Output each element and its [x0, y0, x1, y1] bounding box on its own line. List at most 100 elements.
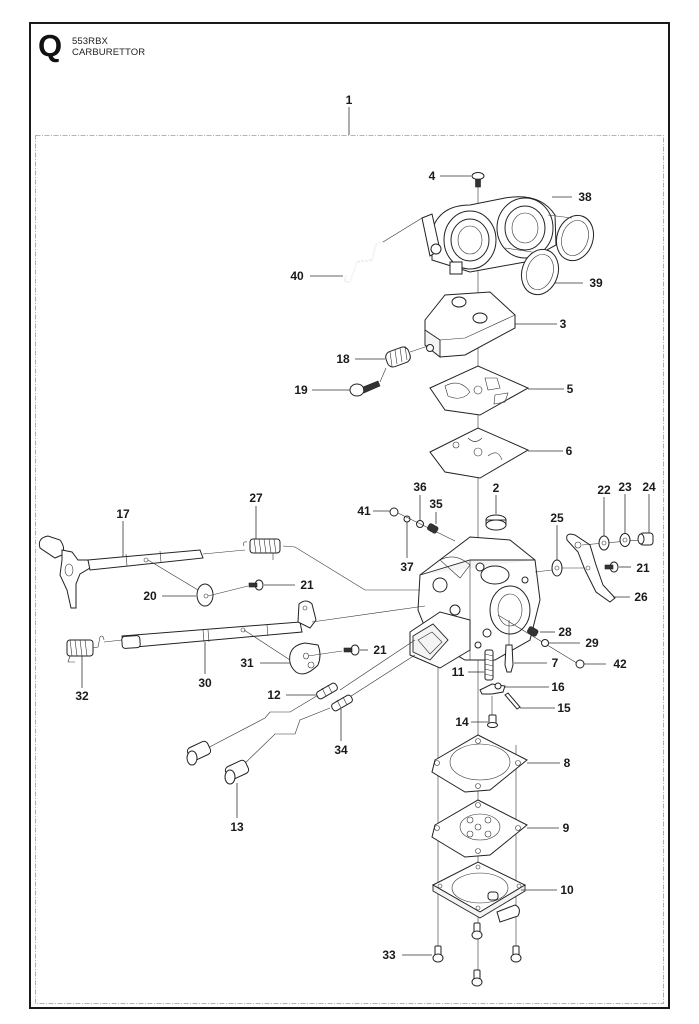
part-26-lever-arm[interactable] — [566, 533, 616, 603]
part-38-throttle-housing[interactable] — [421, 196, 557, 275]
callout-31[interactable]: 31 — [240, 656, 254, 670]
callout-16[interactable]: 16 — [551, 680, 565, 694]
callout-36[interactable]: 36 — [413, 480, 427, 494]
part-41-plug[interactable] — [389, 507, 399, 517]
part-33-screw-right[interactable] — [510, 945, 522, 963]
callout-42[interactable]: 42 — [613, 657, 627, 671]
callout-1[interactable]: 1 — [345, 93, 353, 107]
outer-frame — [29, 22, 670, 1009]
callout-35[interactable]: 35 — [429, 497, 443, 511]
part-2-filter-screen[interactable] — [485, 514, 507, 531]
callout-39[interactable]: 39 — [589, 276, 603, 290]
part-17-choke-shaft[interactable] — [38, 535, 246, 609]
part-18-adjusting-spring[interactable] — [384, 345, 412, 368]
part-21-screw-upper[interactable] — [248, 579, 264, 591]
callout-28[interactable]: 28 — [558, 625, 572, 639]
callout-23[interactable]: 23 — [618, 480, 632, 494]
part-33-screw-center-top[interactable] — [471, 922, 483, 940]
callout-19[interactable]: 19 — [294, 383, 308, 397]
callout-4[interactable]: 4 — [428, 169, 436, 183]
callout-8[interactable]: 8 — [563, 756, 571, 770]
axis-28-42 — [497, 614, 581, 666]
part-10-metering-cover[interactable] — [431, 861, 527, 923]
callout-14[interactable]: 14 — [455, 715, 469, 729]
part-14-screw[interactable] — [487, 714, 498, 728]
part-25-detent-washer[interactable] — [551, 559, 563, 577]
callout-13[interactable]: 13 — [230, 820, 244, 834]
part-21-screw-lower[interactable] — [343, 644, 360, 656]
callout-15[interactable]: 15 — [557, 701, 571, 715]
part-11-spring[interactable] — [484, 649, 494, 681]
callout-29[interactable]: 29 — [585, 636, 599, 650]
assembly-boundary — [35, 135, 664, 1004]
callout-12[interactable]: 12 — [267, 688, 281, 702]
part-30-throttle-shaft[interactable] — [121, 600, 426, 649]
part-4-screw[interactable] — [471, 172, 485, 188]
callout-3[interactable]: 3 — [559, 317, 567, 331]
callout-33[interactable]: 33 — [382, 948, 396, 962]
callout-5[interactable]: 5 — [566, 382, 574, 396]
part-33-screw-left[interactable] — [432, 945, 444, 963]
callout-37[interactable]: 37 — [400, 560, 414, 574]
part-27-choke-spring[interactable] — [243, 538, 281, 560]
cable-adaptor-block[interactable] — [409, 611, 471, 669]
part-20-choke-valve[interactable] — [196, 583, 214, 607]
part-40-link-rod[interactable] — [344, 217, 423, 283]
callout-9[interactable]: 9 — [562, 821, 570, 835]
part-16-inlet-lever[interactable] — [479, 682, 506, 695]
callout-10[interactable]: 10 — [560, 883, 574, 897]
part-24-bushing[interactable] — [637, 532, 654, 546]
callout-18[interactable]: 18 — [336, 352, 350, 366]
callout-2[interactable]: 2 — [492, 481, 500, 495]
part-6-pump-diaphragm[interactable] — [429, 427, 530, 479]
cable-connector-upper[interactable] — [186, 740, 212, 766]
callout-24[interactable]: 24 — [642, 480, 656, 494]
callout-25[interactable]: 25 — [550, 511, 564, 525]
callout-11[interactable]: 11 — [451, 665, 465, 679]
callout-21-right[interactable]: 21 — [636, 561, 650, 575]
callout-21-upper[interactable]: 21 — [300, 578, 314, 592]
part-5-pump-gasket[interactable] — [429, 365, 530, 416]
callout-17[interactable]: 17 — [116, 507, 130, 521]
part-13-cable-connector[interactable] — [224, 759, 250, 785]
part-7-needle-valve[interactable] — [504, 644, 514, 673]
callout-30[interactable]: 30 — [198, 676, 212, 690]
callout-22[interactable]: 22 — [597, 483, 611, 497]
part-29-ball[interactable] — [541, 639, 549, 647]
part-31-throttle-valve[interactable] — [289, 642, 321, 675]
callout-32[interactable]: 32 — [75, 689, 89, 703]
callout-26[interactable]: 26 — [634, 590, 648, 604]
callout-27[interactable]: 27 — [249, 491, 263, 505]
part-42-plug[interactable] — [575, 659, 585, 669]
throttle-cables[interactable] — [199, 639, 416, 771]
part-23-washer[interactable] — [619, 533, 631, 547]
part-8-metering-gasket[interactable] — [431, 734, 528, 793]
part-9-metering-diaphragm[interactable] — [431, 799, 528, 858]
part-39-seal-rings[interactable] — [504, 211, 599, 300]
part-37-seal[interactable] — [403, 515, 411, 523]
model-number: 553RBX — [72, 36, 108, 47]
part-28-spring[interactable] — [527, 626, 539, 637]
part-32-throttle-spring[interactable] — [66, 635, 123, 663]
part-22-washer[interactable] — [598, 535, 610, 551]
callout-21-lower[interactable]: 21 — [373, 643, 387, 657]
part-33-screw-center-bottom[interactable] — [471, 969, 483, 987]
part-34-cable-fitting[interactable] — [330, 694, 353, 712]
callout-38[interactable]: 38 — [578, 190, 592, 204]
callout-6[interactable]: 6 — [565, 444, 573, 458]
axis-31 — [243, 629, 291, 661]
part-19-adjusting-screw[interactable] — [349, 380, 381, 397]
callout-40[interactable]: 40 — [290, 269, 304, 283]
callout-41[interactable]: 41 — [357, 504, 371, 518]
callout-20[interactable]: 20 — [143, 589, 157, 603]
part-15-pin[interactable] — [504, 692, 521, 710]
diagram-title: CARBURETTOR — [72, 47, 146, 58]
callout-34[interactable]: 34 — [334, 743, 348, 757]
part-21-screw-right[interactable] — [604, 561, 619, 573]
part-12-cable-fitting[interactable] — [315, 682, 338, 700]
part-35-spring[interactable] — [427, 523, 439, 534]
part-3-pump-cover[interactable] — [424, 291, 516, 358]
callout-7[interactable]: 7 — [551, 656, 559, 670]
